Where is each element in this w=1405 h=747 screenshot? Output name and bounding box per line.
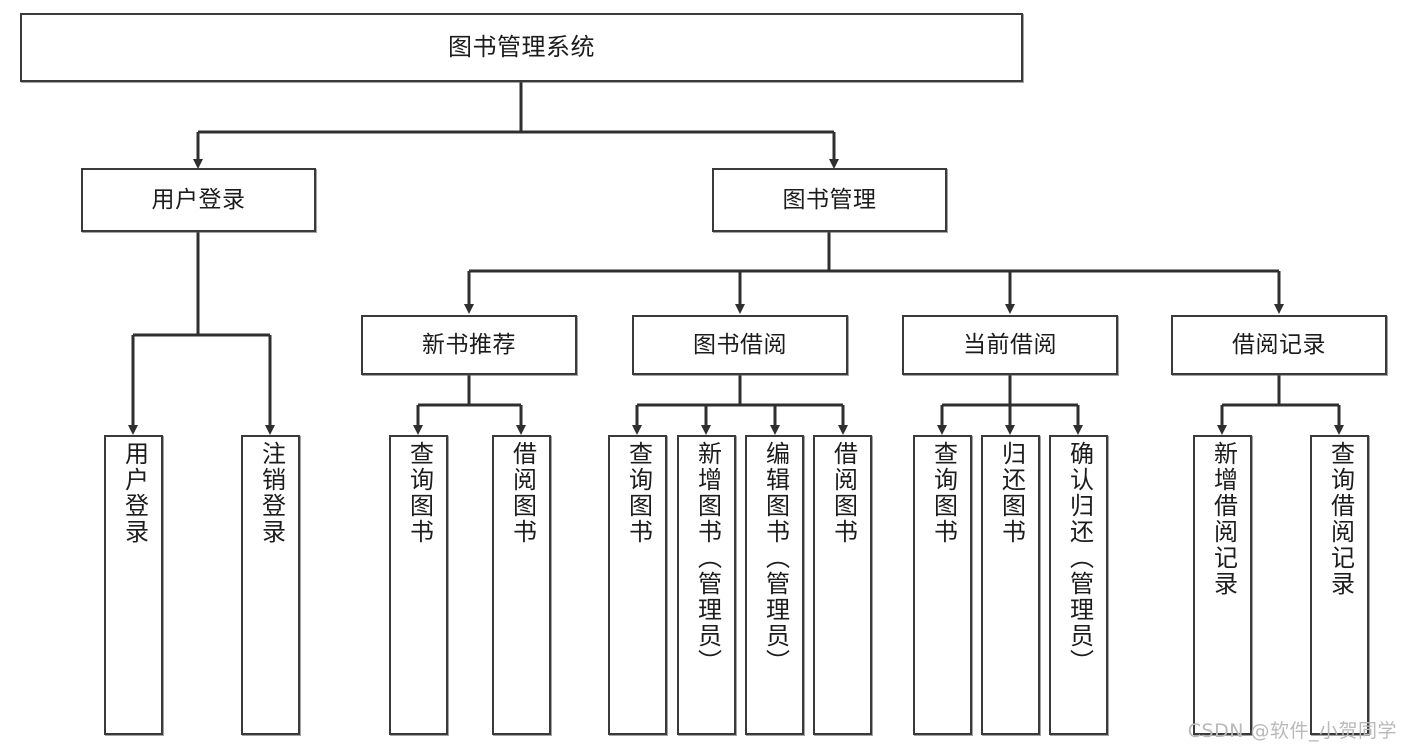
node-label: 查询图书 [405, 441, 434, 545]
leaf-recommend-query-book[interactable]: 查询图书 [389, 435, 448, 735]
leaf-current-query-book[interactable]: 查询图书 [913, 435, 972, 735]
node-label: 新增图书（管理员） [693, 441, 722, 675]
node-book-management[interactable]: 图书管理 [712, 168, 947, 232]
leaf-user-logout[interactable]: 注销登录 [241, 435, 300, 735]
node-label: 图书借阅 [693, 331, 787, 358]
node-label: 归还图书 [997, 441, 1026, 545]
node-label: 图书管理系统 [448, 32, 595, 61]
leaf-borrow-add-book-admin[interactable]: 新增图书（管理员） [677, 435, 736, 735]
node-label: 新增借阅记录 [1209, 441, 1238, 597]
leaf-record-add-borrow-record[interactable]: 新增借阅记录 [1193, 435, 1252, 735]
leaf-borrow-query-book[interactable]: 查询图书 [608, 435, 667, 735]
node-new-book-recommend[interactable]: 新书推荐 [361, 315, 577, 375]
node-label: 用户登录 [120, 441, 149, 545]
leaf-borrow-borrow-book[interactable]: 借阅图书 [813, 435, 872, 735]
leaf-record-query-borrow-record[interactable]: 查询借阅记录 [1310, 435, 1369, 735]
node-label: 编辑图书（管理员） [761, 441, 790, 675]
node-label: 用户登录 [151, 186, 246, 213]
leaf-current-confirm-return-admin[interactable]: 确认归还（管理员） [1049, 435, 1108, 735]
csdn-watermark: CSDN @软件_小贺同学 [1187, 720, 1397, 742]
leaf-user-login[interactable]: 用户登录 [104, 435, 163, 735]
node-label: 新书推荐 [422, 331, 516, 358]
node-label: 图书管理 [782, 186, 877, 213]
node-label: 查询图书 [624, 441, 653, 545]
node-label: 确认归还（管理员） [1065, 441, 1094, 675]
node-label: 注销登录 [257, 441, 286, 545]
node-label: 查询图书 [929, 441, 958, 545]
node-root-system[interactable]: 图书管理系统 [20, 13, 1023, 82]
node-label: 借阅图书 [508, 441, 537, 545]
node-label: 当前借阅 [963, 331, 1057, 358]
leaf-recommend-borrow-book[interactable]: 借阅图书 [492, 435, 551, 735]
leaf-current-return-book[interactable]: 归还图书 [981, 435, 1040, 735]
leaf-borrow-edit-book-admin[interactable]: 编辑图书（管理员） [745, 435, 804, 735]
node-label: 借阅记录 [1232, 331, 1326, 358]
node-user-login[interactable]: 用户登录 [81, 168, 316, 232]
node-book-borrow[interactable]: 图书借阅 [632, 315, 848, 375]
node-borrow-record[interactable]: 借阅记录 [1171, 315, 1387, 375]
node-current-borrow[interactable]: 当前借阅 [902, 315, 1118, 375]
node-label: 查询借阅记录 [1326, 441, 1355, 597]
node-label: 借阅图书 [829, 441, 858, 545]
